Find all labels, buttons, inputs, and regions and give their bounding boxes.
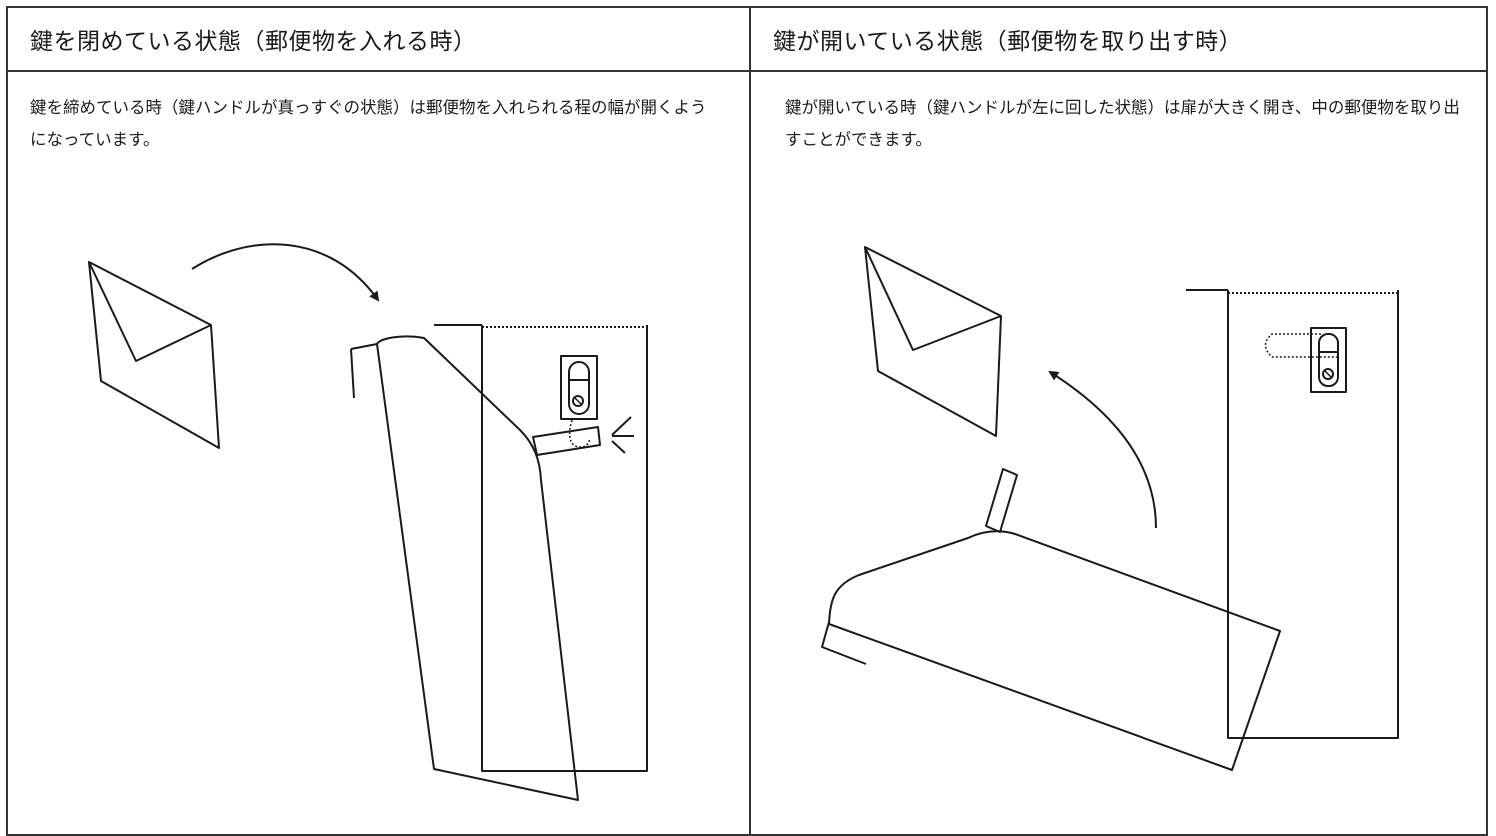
locked-state-illustration [88, 243, 649, 801]
panel-locked-description: 鍵を締めている時（鍵ハンドルが真っすぐの状態）は郵便物を入れられる程の幅が開くよ… [30, 98, 707, 149]
envelope-icon [88, 261, 220, 449]
panel-unlocked-title: 鍵が開いている状態（郵便物を取り出す時） [749, 8, 1486, 72]
take-out-arrow [1048, 370, 1157, 529]
lock-icon [560, 355, 598, 420]
click-mark [611, 440, 626, 454]
unlocked-state-illustration [821, 246, 1399, 771]
click-mark [611, 416, 632, 436]
panel-unlocked: 鍵が開いている状態（郵便物を取り出す時） 鍵が開いている時（鍵ハンドルが左に回し… [749, 8, 1486, 834]
latch-handle [1264, 333, 1338, 358]
mailbox-door-wide-open [821, 468, 1281, 771]
comparison-table: 鍵を閉めている状態（郵便物を入れる時） 鍵を締めている時（鍵ハンドルが真っすぐの… [6, 6, 1488, 836]
mailbox-door-slightly-open [350, 335, 579, 801]
mailbox-body [1186, 289, 1399, 739]
panel-unlocked-description: 鍵が開いている時（鍵ハンドルが左に回した状態）は扉が大きく開き、中の郵便物を取り… [785, 98, 1460, 149]
lock-icon [1264, 327, 1347, 393]
latch-handle [532, 419, 601, 456]
panel-locked-title: 鍵を閉めている状態（郵便物を入れる時） [8, 8, 749, 72]
envelope-icon [864, 246, 1002, 437]
panel-locked: 鍵を閉めている状態（郵便物を入れる時） 鍵を締めている時（鍵ハンドルが真っすぐの… [8, 8, 751, 834]
insert-arrow [191, 243, 380, 302]
mailbox-body [434, 324, 649, 772]
